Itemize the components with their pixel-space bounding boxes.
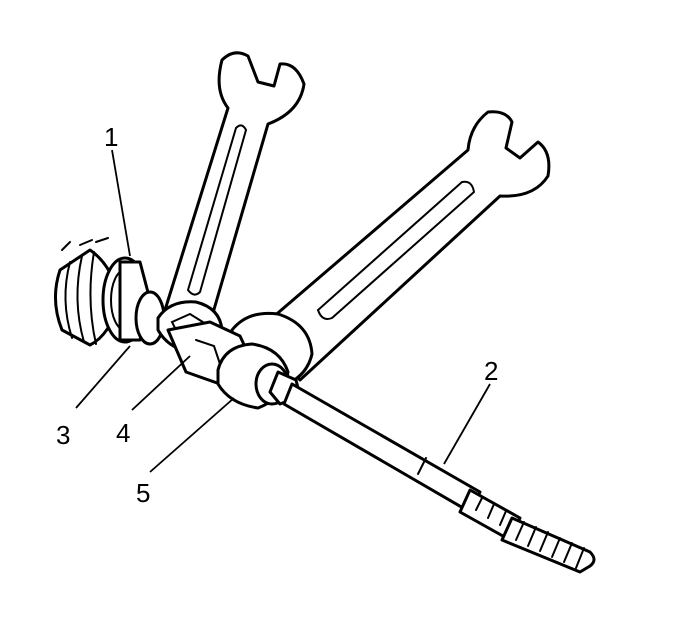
leader-2 <box>443 383 491 465</box>
leader-5 <box>149 397 235 473</box>
wrench-front <box>230 110 551 390</box>
leader-1 <box>111 149 131 257</box>
leader-3 <box>75 345 131 409</box>
leader-lines <box>75 149 491 473</box>
callout-1: 1 <box>104 122 118 152</box>
callout-2: 2 <box>484 356 498 386</box>
rack-housing <box>54 237 166 347</box>
callout-4: 4 <box>116 418 130 448</box>
callout-5: 5 <box>136 478 150 508</box>
leader-4 <box>131 355 191 411</box>
callout-3: 3 <box>56 420 70 450</box>
wrench-rear <box>156 51 306 354</box>
tie-rod <box>268 370 596 574</box>
